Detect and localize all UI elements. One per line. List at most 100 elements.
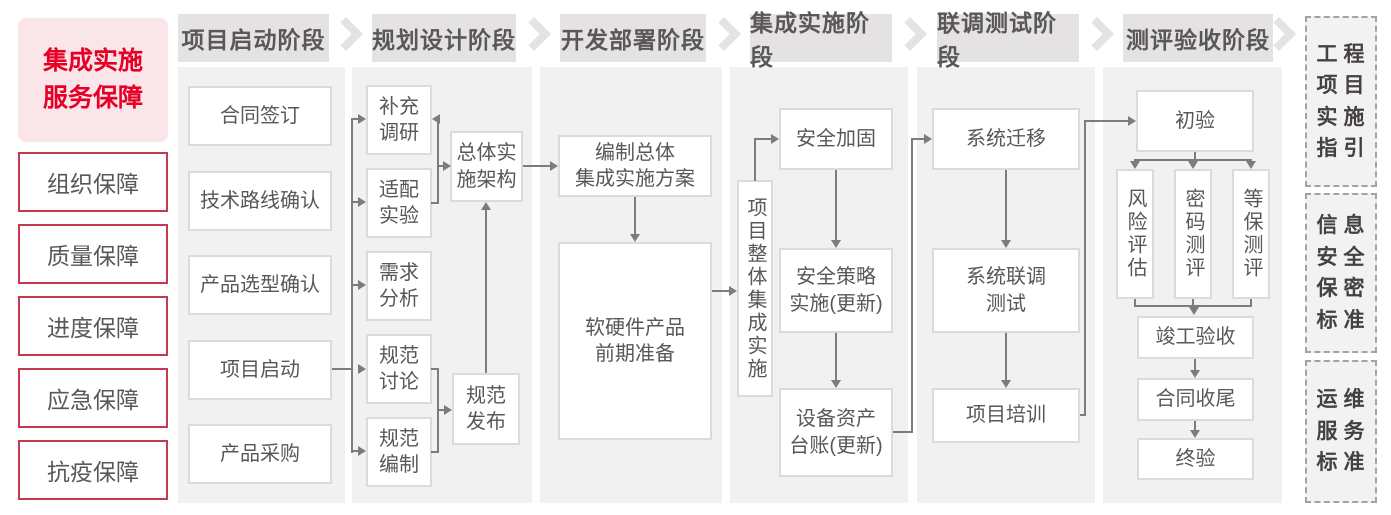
chevron-separator-icon [707, 17, 741, 51]
legend-om-service-standards: 运维 服务 标准 [1305, 360, 1377, 503]
arrowhead [443, 161, 451, 171]
line [835, 333, 837, 381]
node-overall-implementation-architecture: 总体实 施架构 [450, 131, 523, 202]
line [835, 170, 837, 241]
node-product-selection-confirmation: 产品选型确认 [188, 255, 332, 315]
legend-project-implementation-guide: 工程 项目 实施 指引 [1305, 16, 1377, 187]
arrowhead [358, 364, 366, 374]
node-final-acceptance: 终验 [1137, 438, 1254, 480]
arrowhead [1189, 307, 1199, 315]
sidebar-item-emergency-guarantee: 应急保障 [18, 368, 168, 428]
line [893, 431, 913, 433]
node-preliminary-acceptance: 初验 [1136, 90, 1254, 152]
line [351, 284, 359, 286]
line [431, 451, 439, 453]
arrowhead [831, 240, 841, 248]
diagram-title: 集成实施 服务保障 [18, 18, 168, 142]
line [1250, 299, 1252, 307]
line [1005, 333, 1007, 381]
phase1-header: 项目启动阶段 [178, 14, 329, 62]
node-tech-route-confirmation: 技术路线确认 [188, 171, 332, 231]
sidebar-item-quality-guarantee: 质量保障 [18, 224, 168, 284]
phase3-header: 开发部署阶段 [560, 14, 706, 62]
node-security-policy-implementation: 安全策略 实施(更新) [779, 248, 893, 333]
line [754, 138, 756, 181]
line [911, 138, 926, 140]
arrowhead [1188, 161, 1198, 169]
line [1194, 152, 1196, 160]
node-security-hardening: 安全加固 [779, 108, 893, 170]
line [523, 165, 551, 167]
arrowhead [771, 134, 779, 144]
arrowhead [358, 280, 366, 290]
line [1005, 170, 1007, 241]
phase5-header: 联调测试阶段 [937, 10, 1079, 70]
node-requirement-analysis: 需求 分析 [366, 251, 432, 321]
line [437, 119, 439, 204]
arrowhead [481, 202, 491, 210]
arrowhead [358, 197, 366, 207]
chevron-separator-icon [893, 17, 927, 51]
line [351, 201, 359, 203]
line [332, 368, 353, 370]
phase2-header: 规划设计阶段 [372, 14, 516, 62]
line [351, 119, 353, 453]
arrowhead [1001, 380, 1011, 388]
node-supplementary-research: 补充 调研 [366, 85, 432, 155]
line [634, 197, 636, 235]
phase4-header: 集成实施阶段 [750, 10, 892, 70]
node-mlps-evaluation: 等保测评 [1232, 169, 1270, 299]
node-contract-signing: 合同签订 [188, 86, 332, 146]
node-spec-discussion: 规范 讨论 [366, 334, 432, 404]
node-product-procurement: 产品采购 [188, 424, 332, 484]
line [1194, 359, 1196, 370]
arrowhead [1128, 116, 1136, 126]
node-adaptation-test: 适配 实验 [366, 168, 432, 238]
chevron-separator-icon [329, 17, 363, 51]
node-crypto-evaluation: 密码测评 [1174, 169, 1212, 299]
arrowhead [1246, 161, 1256, 169]
arrowhead [924, 134, 932, 144]
node-completion-acceptance: 竣工验收 [1137, 316, 1254, 359]
arrowhead [358, 446, 366, 456]
arrowhead [550, 161, 558, 171]
line [485, 209, 487, 373]
arrowhead [1190, 430, 1200, 438]
line [1134, 305, 1252, 307]
node-system-migration: 系统迁移 [932, 108, 1080, 170]
chevron-separator-icon [517, 17, 551, 51]
arrowhead [444, 405, 452, 415]
chevron-separator-icon [1080, 17, 1114, 51]
phase6-header: 测评验收阶段 [1123, 14, 1273, 62]
node-spec-release: 规范 发布 [452, 373, 520, 445]
arrowhead [1190, 370, 1200, 378]
line [1134, 299, 1136, 307]
node-risk-assessment: 风险评估 [1116, 169, 1154, 299]
line [351, 450, 359, 452]
node-hw-sw-preparation: 软硬件产品 前期准备 [558, 242, 712, 440]
line [431, 368, 439, 370]
sidebar-item-org-guarantee: 组织保障 [18, 152, 168, 212]
node-asset-ledger-update: 设备资产 台账(更新) [779, 388, 893, 477]
line [1192, 299, 1194, 307]
node-overall-project-integration: 项目整体集成实施 [737, 180, 773, 397]
arrowhead [729, 286, 737, 296]
arrowhead [1001, 240, 1011, 248]
node-contract-closure: 合同收尾 [1137, 378, 1254, 421]
line [1084, 120, 1086, 416]
line [754, 138, 772, 140]
arrowhead [831, 380, 841, 388]
arrowhead [358, 114, 366, 124]
sidebar-item-schedule-guarantee: 进度保障 [18, 296, 168, 356]
node-spec-drafting: 规范 编制 [366, 417, 432, 487]
line [911, 138, 913, 433]
arrowhead [432, 114, 440, 124]
line [712, 290, 730, 292]
arrowhead [630, 234, 640, 242]
line [431, 202, 439, 204]
line [351, 118, 359, 120]
node-overall-integration-plan: 编制总体 集成实施方案 [558, 135, 712, 197]
node-project-kickoff: 项目启动 [188, 340, 332, 400]
node-joint-debugging-test: 系统联调 测试 [932, 248, 1080, 333]
